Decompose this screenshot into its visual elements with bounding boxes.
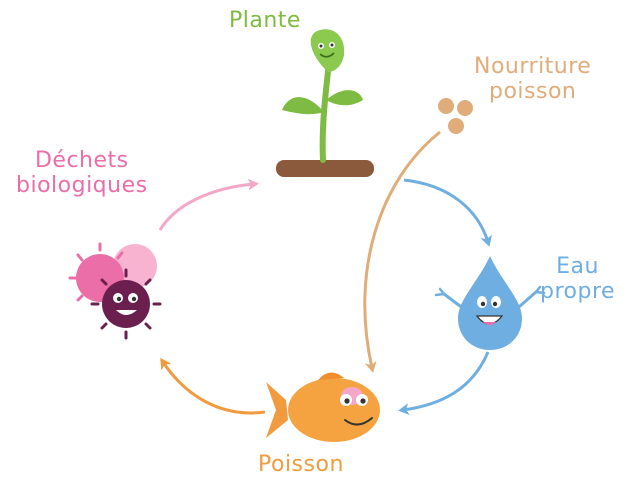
label-fish-food-line1: Nourriture (474, 54, 591, 79)
arrow-fish-to-waste (163, 362, 265, 413)
arrow-waste-to-plant (160, 184, 254, 230)
label-clean-water-line1: Eau (540, 254, 615, 279)
label-organic-waste-line1: Déchets (16, 148, 148, 173)
arrow-water-to-fish (403, 352, 488, 410)
bacteria-icon (70, 244, 160, 338)
label-clean-water: Eau propre (540, 254, 615, 305)
label-fish: Poisson (258, 452, 344, 477)
label-fish-food: Nourriture poisson (474, 54, 591, 105)
label-fish-food-line2: poisson (474, 79, 591, 104)
food-pellets-icon (438, 98, 473, 134)
arrow-plant-to-water (404, 180, 488, 242)
label-plant: Plante (229, 8, 301, 33)
arrow-food-to-fish (365, 132, 440, 368)
water-drop-icon (436, 256, 544, 350)
label-organic-waste: Déchets biologiques (16, 148, 148, 199)
fish-icon (266, 372, 380, 442)
plant-icon (276, 29, 374, 177)
label-organic-waste-line2: biologiques (16, 173, 148, 198)
label-clean-water-line2: propre (540, 279, 615, 304)
